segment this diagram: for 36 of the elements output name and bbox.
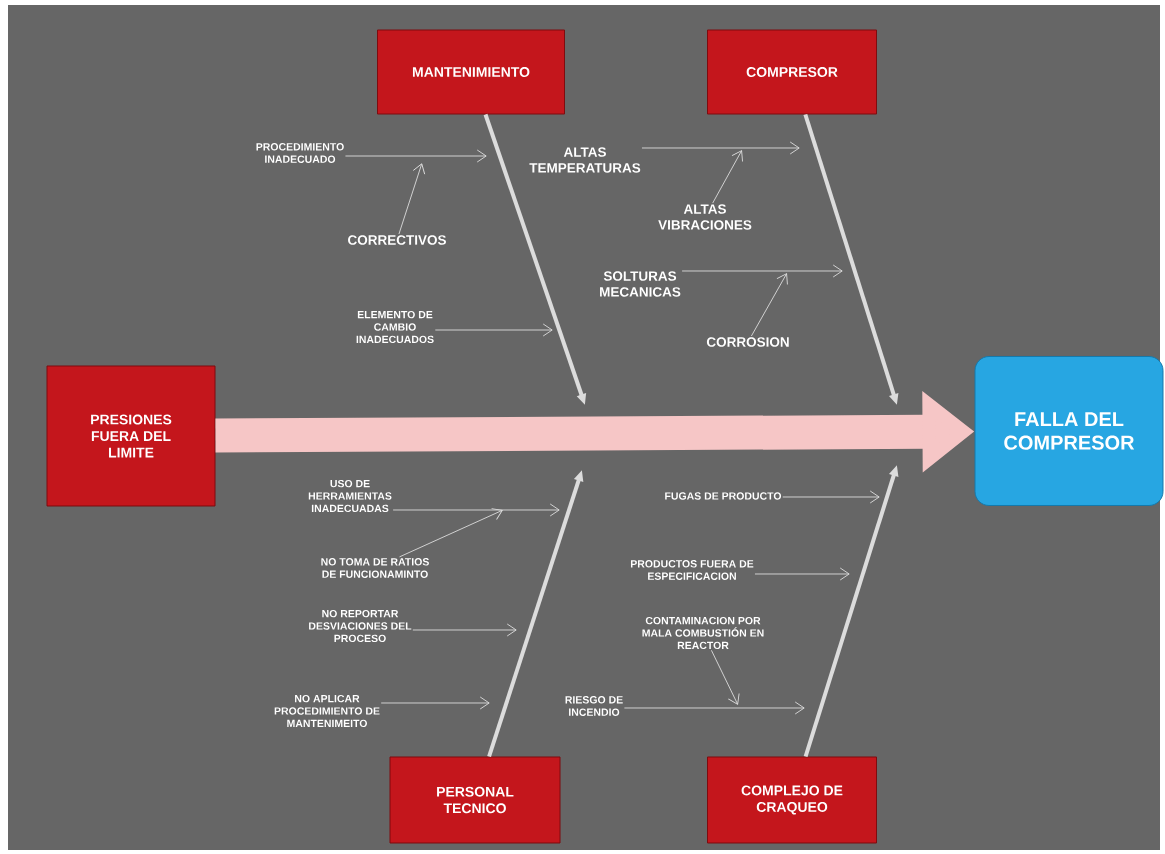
category-box: MANTENIMIENTO [377, 29, 565, 115]
cause-arrow [399, 508, 503, 558]
cause-label: SOLTURAS MECANICAS [600, 271, 681, 297]
cause-arrow [398, 163, 426, 235]
cause-label: PRODUCTOS FUERA DE ESPECIFICACION [630, 560, 754, 580]
cause-arrow [345, 149, 487, 163]
cause-arrow [750, 273, 788, 337]
cause-arrow [710, 649, 740, 705]
cause-label: USO DE HERRAMIENTAS INADECUADAS [308, 479, 392, 513]
effect-box: FALLA DEL COMPRESOR [974, 356, 1164, 506]
cause-label: NO APLICAR PROCEDIMIENTO DE MANTENIMEITO [274, 694, 380, 728]
cause-arrow [412, 623, 517, 637]
cause-label: FUGAS DE PRODUCTO [665, 492, 782, 500]
cause-arrow [641, 141, 800, 155]
cause-label: ELEMENTO DE CAMBIO INADECUADOS [356, 310, 434, 344]
cause-arrow [754, 567, 850, 581]
category-box: PERSONAL TECNICO [389, 756, 561, 844]
cause-arrow [623, 701, 805, 715]
cause-arrow [782, 490, 880, 504]
cause-arrow [434, 323, 553, 337]
cause-arrow [712, 150, 743, 204]
cause-label: ALTAS VIBRACIONES [658, 204, 752, 230]
cause-label: PROCEDIMIENTO INADECUADO [256, 143, 344, 163]
cause-label: CORRECTIVOS [348, 235, 446, 245]
cause-label: CONTAMINACION POR MALA COMBUSTIÓN EN REACTOR [642, 616, 764, 650]
cause-label: ALTAS TEMPERATURAS [529, 147, 641, 173]
category-box: COMPLEJO DE CRAQUEO [707, 756, 877, 844]
cause-arrow [380, 696, 490, 710]
cause-arrow [681, 264, 843, 278]
cause-label: CORROSION [706, 337, 789, 347]
cause-arrow [392, 503, 560, 517]
cause-label: NO TOMA DE RATIOS DE FUNCIONAMINTO [321, 558, 429, 578]
cause-label: RIESGO DE INCENDIO [565, 696, 623, 716]
cause-label: NO REPORTAR DESVIACIONES DEL PROCESO [309, 609, 412, 643]
category-box: COMPRESOR [707, 29, 877, 115]
category-box: PRESIONES FUERA DEL LIMITE [46, 365, 216, 507]
